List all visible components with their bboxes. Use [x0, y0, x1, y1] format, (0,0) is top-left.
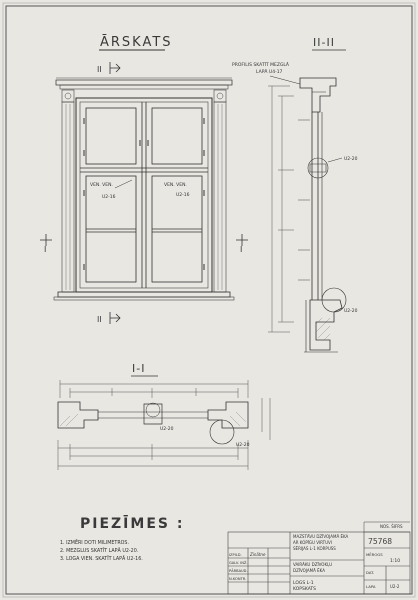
section-arrow-ii-top — [109, 62, 121, 74]
callout-node-section-right: U2-20 — [236, 442, 250, 448]
callout-node-right-low: U2-20 — [344, 308, 358, 314]
window-elevation — [53, 77, 235, 301]
notes-title: PIEZĪMES : — [80, 514, 184, 532]
callout-profile-top-ref: LAPĀ U4-17 — [256, 68, 283, 75]
vertical-section — [268, 77, 347, 353]
title-block-role-1: IZPILD. — [229, 553, 242, 557]
title-block-object-1: LOGS L-1 — [293, 580, 314, 586]
section-mark-i-right: I — [240, 245, 242, 254]
title-block-object-2: KOPSKATS — [293, 586, 316, 592]
title-block-signature: Zinātne — [249, 552, 266, 557]
title-block-project-2: AR KOPĪGU VIRTUVI — [293, 540, 332, 545]
section-i-title: I-I — [132, 362, 145, 375]
title-block-top-right: NOS. ŠIFRS — [380, 524, 403, 529]
title-block-sheet-of: U2-2 — [390, 584, 400, 589]
title-block-role-3: PĀRBAUD. — [229, 568, 248, 573]
title-block-project-1: MAZSTĀVU DZĪVOJAMĀ ĒKA — [293, 534, 349, 539]
note-1: 1. IZMĒRI DOTI MILIMETROS. — [60, 539, 129, 546]
section-mark-ii-top: II — [97, 65, 102, 74]
note-3: 3. LOGA VIEN. SKATĪT LAPĀ U2-16. — [60, 555, 143, 562]
title-block — [227, 531, 411, 595]
horizontal-section — [57, 380, 271, 470]
section-mark-i-left: I — [44, 245, 46, 254]
elevation-title: ĀRSKATS — [100, 35, 173, 50]
title-block-date-label: DAT. — [366, 570, 374, 575]
callout-node-right-mid: U2-20 — [344, 156, 358, 162]
title-block-scale-label: MĒROGS — [366, 552, 383, 557]
section-mark-ii-bottom: II — [97, 315, 102, 324]
callout-sash-right-ref: U2-16 — [176, 192, 190, 198]
title-block-role-2: GALV. INŽ. — [229, 560, 247, 565]
sheet-border — [5, 5, 413, 595]
callout-sash-right: VEN. VEN. — [164, 182, 187, 188]
title-block-sheet-number: 75768 — [368, 537, 392, 546]
section-ii-title: II-II — [313, 36, 335, 49]
title-block-sheet-label: LAPA — [366, 584, 376, 589]
title-block-project-3: SĒRIJAS L-1 KORPUSS — [293, 546, 336, 551]
title-block-scale-value: 1:10 — [390, 558, 400, 564]
callout-sash-left-ref: U2-16 — [102, 194, 116, 200]
title-block-role-4: N.KONTR. — [229, 577, 246, 581]
title-block-designer-1: VAIRĀKU DZĪVOKĻU — [293, 562, 332, 567]
callout-sash-left: VEN. VEN. — [90, 182, 113, 188]
note-2: 2. MEZGLUS SKATĪT LAPĀ U2-20. — [60, 547, 138, 554]
title-block-designer-2: DZĪVOJAMĀ ĒKA — [293, 568, 325, 573]
callout-node-section-left: U2-20 — [160, 426, 174, 432]
callout-profile-top: PROFILIS SKATĪT MEZGLĀ — [232, 61, 290, 68]
